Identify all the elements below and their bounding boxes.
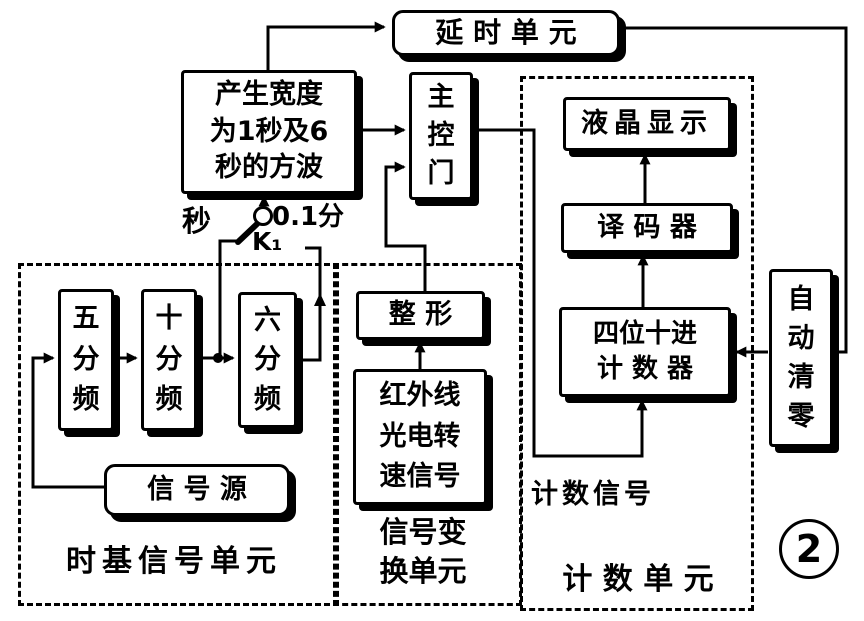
node-ir-speed-signal: 红外线 光电转 速信号	[353, 369, 487, 505]
switch-min-label: 0.1分	[272, 202, 345, 232]
time-base-unit-label: 时基信号单元	[66, 544, 282, 579]
divide-by-5-label: 五 分 频	[72, 303, 100, 416]
delay-unit-label: 延 时 单 元	[435, 16, 577, 50]
pulse-generator-label: 产生宽度 为1秒及6 秒的方波	[209, 79, 329, 184]
junction-dot	[213, 353, 223, 363]
node-counter: 四位十进 计 数 器	[559, 307, 731, 397]
lcd-display-label: 液晶显示	[581, 107, 713, 139]
node-lcd-display: 液晶显示	[563, 97, 731, 151]
counter-label: 四位十进 计 数 器	[592, 318, 697, 384]
switch-name-label: K₁	[252, 227, 283, 256]
auto-zero-label: 自 动 清 零	[787, 283, 815, 433]
wire-maingate-to-counter	[469, 128, 648, 458]
arrowhead-min-riser	[314, 293, 326, 306]
divide-by-10-label: 十 分 频	[155, 303, 183, 416]
signal-conversion-unit-label: 信号变 换单元	[379, 515, 467, 589]
signal-source-label: 信 号 源	[147, 473, 247, 505]
wire-shaping-to-maingate	[384, 161, 427, 291]
count-signal-label: 计数信号	[531, 479, 655, 510]
node-divide-by-10: 十 分 频	[141, 289, 197, 431]
node-pulse-generator: 产生宽度 为1秒及6 秒的方波	[181, 70, 357, 194]
switch-sec-label: 秒	[182, 204, 212, 238]
group-time-base-unit	[18, 263, 339, 606]
wire-source-to-div5	[31, 352, 104, 489]
divide-by-6-label: 六 分 频	[254, 305, 281, 415]
switch-pole[interactable]	[253, 206, 273, 226]
wire-pulsegen-to-delay	[266, 21, 386, 70]
node-auto-zero: 自 动 清 零	[769, 269, 833, 447]
group-counting-unit	[520, 76, 754, 611]
node-decoder: 译 码 器	[561, 203, 733, 253]
counting-unit-label: 计 数 单 元	[562, 562, 714, 597]
wire-delay-to-autozero	[616, 26, 848, 354]
node-main-gate: 主 控 门	[409, 72, 473, 200]
shaping-label: 整 形	[388, 299, 453, 331]
ir-speed-signal-label: 红外线 光电转 速信号	[379, 380, 461, 493]
figure-number-badge: 2	[779, 519, 839, 579]
main-gate-label: 主 控 门	[427, 82, 455, 189]
node-divide-by-5: 五 分 频	[58, 289, 114, 431]
switch-lever[interactable]	[235, 221, 260, 245]
figure-number: 2	[795, 527, 823, 571]
node-divide-by-6: 六 分 频	[238, 292, 297, 428]
node-signal-source: 信 号 源	[104, 464, 290, 516]
node-delay-unit: 延 时 单 元	[392, 10, 620, 56]
node-shaping: 整 形	[356, 291, 485, 340]
wire-junction-to-sec-contact	[218, 239, 238, 358]
decoder-label: 译 码 器	[597, 211, 697, 243]
